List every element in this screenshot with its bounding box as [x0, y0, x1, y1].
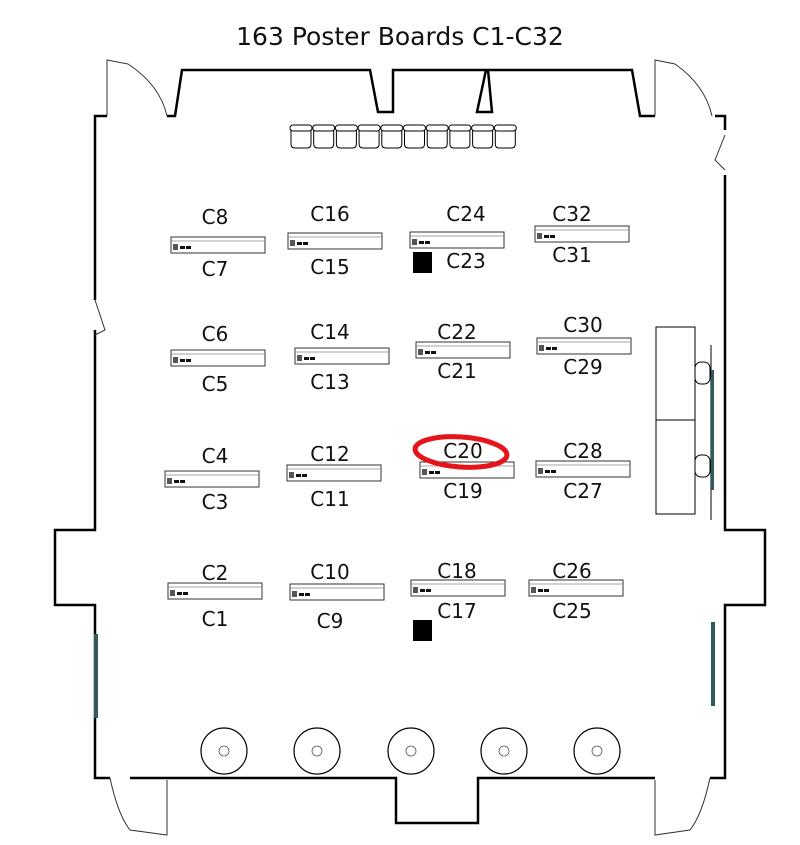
board-label-top: C10 — [310, 560, 349, 584]
board-label-bottom: C5 — [202, 372, 229, 396]
windows — [94, 370, 715, 718]
room-walls — [53, 68, 767, 825]
chair — [493, 124, 517, 149]
map-title: 163 Poster Boards C1-C32 — [236, 22, 564, 51]
chair — [448, 124, 472, 149]
pillars — [413, 252, 432, 641]
board-label-bottom: C31 — [552, 243, 591, 267]
chair — [289, 124, 313, 149]
board-rect[interactable] — [164, 470, 260, 488]
board-rect[interactable] — [287, 232, 383, 250]
chair — [380, 124, 404, 149]
board-label-top: C16 — [310, 202, 349, 226]
board-label-bottom: C3 — [202, 490, 229, 514]
board-label-top: C12 — [310, 442, 349, 466]
board-label-top: C8 — [202, 205, 229, 229]
chair-row — [289, 124, 517, 149]
round-table — [293, 727, 341, 775]
board-rect[interactable] — [170, 236, 266, 254]
highlight-circle — [412, 434, 510, 470]
doors — [94, 59, 726, 836]
board-rect[interactable] — [167, 582, 263, 600]
board-rect[interactable] — [170, 349, 266, 367]
board-label-top: C32 — [552, 202, 591, 226]
side-table — [655, 326, 696, 421]
window — [711, 622, 715, 706]
board-label-bottom: C15 — [310, 255, 349, 279]
board-label-top: C4 — [202, 444, 229, 468]
board-rect[interactable] — [415, 341, 511, 359]
board-label-top: C22 — [437, 320, 476, 344]
pillar — [413, 620, 432, 641]
window — [94, 634, 98, 718]
board-label-bottom: C19 — [443, 479, 482, 503]
board-label-bottom: C23 — [446, 249, 485, 273]
poster-boards: C8C7C16C15C24C23C32C31C6C5C14C13C22C21C3… — [164, 202, 632, 633]
pillar — [413, 252, 432, 273]
board-label-bottom: C9 — [317, 609, 344, 633]
board-label-top: C28 — [563, 439, 602, 463]
chair — [334, 124, 358, 149]
board-label-bottom: C11 — [310, 487, 349, 511]
chair — [425, 124, 449, 149]
round-tables — [200, 727, 621, 775]
round-table — [480, 727, 528, 775]
board-rect[interactable] — [409, 231, 505, 249]
board-rect[interactable] — [289, 583, 385, 601]
board-label-top: C26 — [552, 559, 591, 583]
round-table — [200, 727, 248, 775]
board-rect[interactable] — [534, 225, 630, 243]
board-label-top: C6 — [202, 322, 229, 346]
board-label-top: C2 — [202, 561, 229, 585]
board-label-bottom: C17 — [437, 599, 476, 623]
chair — [357, 124, 381, 149]
board-label-top: C30 — [563, 313, 602, 337]
board-label-bottom: C29 — [563, 355, 602, 379]
board-label-top: C24 — [446, 202, 485, 226]
board-rect[interactable] — [294, 347, 390, 365]
round-table — [387, 727, 435, 775]
window — [711, 370, 714, 490]
board-label-bottom: C1 — [202, 607, 229, 631]
board-label-bottom: C27 — [563, 479, 602, 503]
board-label-top: C18 — [437, 559, 476, 583]
board-label-bottom: C21 — [437, 359, 476, 383]
board-label-top: C20 — [443, 439, 482, 463]
chair — [471, 124, 495, 149]
side-table — [655, 419, 696, 515]
chair — [403, 124, 426, 149]
board-rect[interactable] — [286, 464, 382, 482]
chair — [312, 124, 336, 149]
board-rect[interactable] — [535, 460, 631, 478]
board-rect[interactable] — [536, 337, 632, 355]
round-table — [573, 727, 621, 775]
board-label-bottom: C7 — [202, 257, 229, 281]
side-tables — [655, 326, 712, 520]
board-label-bottom: C25 — [552, 599, 591, 623]
board-label-bottom: C13 — [310, 370, 349, 394]
board-label-top: C14 — [310, 320, 349, 344]
